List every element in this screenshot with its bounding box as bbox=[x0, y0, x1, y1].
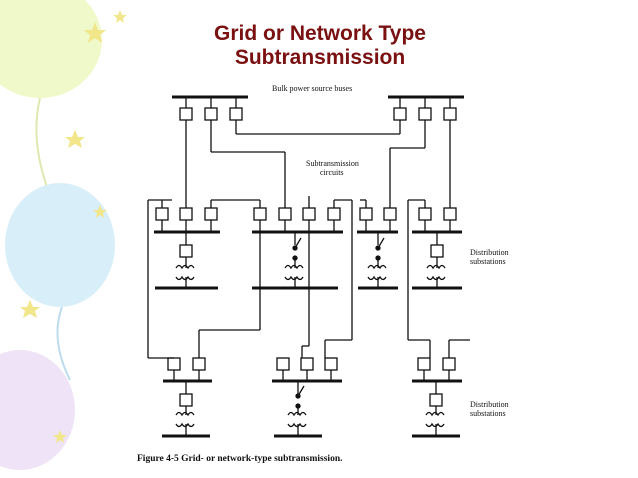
breaker bbox=[418, 207, 432, 221]
bulk-bus-label: Bulk power source buses bbox=[272, 84, 352, 93]
subtransmission-label-1: Subtransmission bbox=[306, 159, 359, 168]
breaker bbox=[179, 393, 193, 407]
switch bbox=[294, 237, 302, 249]
breaker bbox=[417, 357, 431, 371]
breaker bbox=[179, 107, 193, 121]
breaker bbox=[204, 207, 218, 221]
transformer-secondary bbox=[426, 275, 446, 281]
transformer-primary bbox=[175, 411, 195, 417]
breaker bbox=[253, 207, 267, 221]
breaker bbox=[229, 107, 243, 121]
transformer-secondary bbox=[175, 275, 195, 281]
transformer-secondary bbox=[367, 275, 387, 281]
transformer-secondary bbox=[425, 422, 445, 428]
transformer-primary bbox=[175, 264, 195, 270]
transformer-primary bbox=[425, 411, 445, 417]
transformer-primary bbox=[367, 264, 387, 270]
breaker bbox=[302, 207, 316, 221]
figure-caption: Figure 4-5 Grid- or network-type subtran… bbox=[137, 454, 342, 464]
distribution-label-lower-1: Distribution bbox=[470, 400, 509, 409]
breaker bbox=[155, 207, 169, 221]
balloon-blue bbox=[5, 183, 115, 381]
breaker bbox=[179, 207, 193, 221]
transformer-primary bbox=[284, 264, 304, 270]
distribution-label-upper-1: Distribution bbox=[470, 248, 509, 257]
distribution-label-upper-2: substations bbox=[470, 257, 506, 266]
transformer-secondary bbox=[175, 422, 195, 428]
breaker bbox=[192, 357, 206, 371]
breaker bbox=[442, 357, 456, 371]
slide-title: Grid or Network Type Subtransmission bbox=[150, 22, 490, 70]
transformer-primary bbox=[287, 411, 307, 417]
breaker bbox=[430, 244, 444, 258]
breaker bbox=[276, 357, 290, 371]
breaker bbox=[443, 207, 457, 221]
title-line-1: Grid or Network Type bbox=[214, 22, 426, 45]
breaker bbox=[429, 393, 443, 407]
star-sparkles bbox=[20, 10, 127, 443]
breaker bbox=[300, 357, 314, 371]
breaker bbox=[167, 357, 181, 371]
breaker bbox=[359, 207, 373, 221]
breaker bbox=[443, 107, 457, 121]
transformer-primary bbox=[426, 264, 446, 270]
title-line-2: Subtransmission bbox=[234, 46, 406, 69]
breaker bbox=[324, 357, 338, 371]
transformer-secondary bbox=[284, 275, 304, 281]
distribution-label-lower-2: substations bbox=[470, 409, 506, 418]
breaker bbox=[418, 107, 432, 121]
breaker bbox=[204, 107, 218, 121]
breaker bbox=[327, 207, 341, 221]
breaker bbox=[393, 107, 407, 121]
breaker bbox=[179, 244, 193, 258]
transformer-secondary bbox=[287, 422, 307, 428]
breaker bbox=[383, 207, 397, 221]
switch bbox=[377, 237, 385, 249]
balloon-yellow bbox=[0, 0, 102, 191]
breaker bbox=[278, 207, 292, 221]
subtransmission-label-2: circuits bbox=[320, 168, 344, 177]
switch bbox=[297, 385, 305, 397]
balloon-purple bbox=[0, 350, 75, 470]
